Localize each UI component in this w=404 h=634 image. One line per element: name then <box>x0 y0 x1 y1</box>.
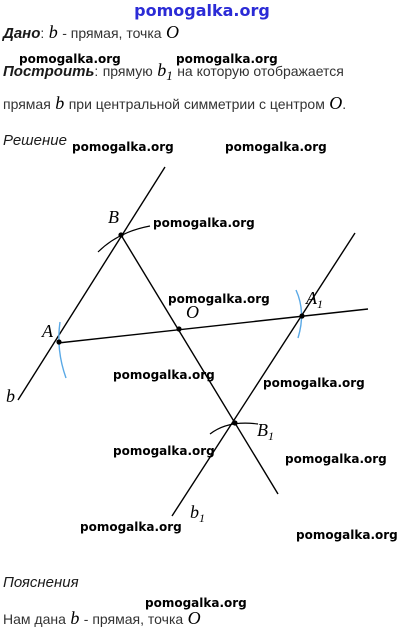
watermark: pomogalka.org <box>72 140 174 154</box>
label-A1: A1 <box>306 288 323 312</box>
explanation-pre: Нам дана <box>3 611 66 627</box>
construct-line-2: прямая b при центральной симметрии с цен… <box>3 93 346 114</box>
explanation-text: - прямая, точка <box>83 611 184 627</box>
construct-line2-pre: прямая <box>3 96 51 112</box>
construct-b: b <box>157 60 167 80</box>
watermark: pomogalka.org <box>176 52 278 66</box>
arc-A1 <box>295 289 303 339</box>
watermark: pomogalka.org <box>263 376 365 390</box>
label-A1-letter: A <box>306 288 317 308</box>
given-label: Дано <box>3 25 41 42</box>
site-title[interactable]: pomogalka.org <box>134 1 270 20</box>
watermark: pomogalka.org <box>19 52 121 66</box>
given-O: O <box>166 22 180 42</box>
label-B1-sub: 1 <box>268 429 274 444</box>
point-B <box>118 232 124 238</box>
explanation-b: b <box>70 608 80 628</box>
given-line: Дано: b - прямая, точка O <box>3 22 179 43</box>
construct-post: на которую отображается <box>177 63 344 79</box>
point-A1 <box>299 313 305 319</box>
given-text: - прямая, точка <box>62 25 162 41</box>
explanation-label: Пояснения <box>3 574 79 591</box>
construct-label: Построить <box>3 63 95 80</box>
construct-line2-b: b <box>55 93 65 113</box>
watermark: pomogalka.org <box>153 216 255 230</box>
arc-B1 <box>209 422 259 435</box>
given-colon: : <box>40 25 45 41</box>
point-O <box>176 326 182 332</box>
line-BB1 <box>120 234 279 495</box>
solution-label: Решение <box>3 132 67 149</box>
construct-pre: прямую <box>102 63 153 79</box>
label-B: B <box>108 207 119 227</box>
label-A1-sub: 1 <box>317 297 323 312</box>
watermark: pomogalka.org <box>113 444 215 458</box>
construct-dot: . <box>342 96 347 112</box>
label-b1-letter: b <box>190 502 199 522</box>
construct-line2-post: при центральной симметрии с центром <box>68 96 325 112</box>
watermark: pomogalka.org <box>296 528 398 542</box>
point-B1 <box>232 420 238 426</box>
watermark: pomogalka.org <box>225 140 327 154</box>
label-b: b <box>6 386 15 406</box>
watermark: pomogalka.org <box>145 596 247 610</box>
watermark: pomogalka.org <box>80 520 182 534</box>
label-b1-sub: 1 <box>199 511 205 526</box>
construct-line: Построить: прямую b1 на которую отобража… <box>3 60 344 84</box>
label-B1-letter: B <box>257 420 268 440</box>
construct-b-sub: 1 <box>166 68 173 84</box>
label-O: O <box>186 302 199 322</box>
line-b <box>17 166 166 401</box>
line-AA1 <box>57 308 369 344</box>
watermark: pomogalka.org <box>113 368 215 382</box>
construct-colon: : <box>94 63 99 79</box>
given-b: b <box>48 22 58 42</box>
explanation-line: Нам дана b - прямая, точка O <box>3 608 201 629</box>
arc-A <box>58 321 67 379</box>
point-A <box>56 339 62 345</box>
watermark: pomogalka.org <box>168 292 270 306</box>
explanation-O: O <box>187 608 201 628</box>
label-A: A <box>42 321 53 341</box>
line-b1 <box>171 232 356 517</box>
label-b1: b1 <box>190 502 205 526</box>
watermark: pomogalka.org <box>285 452 387 466</box>
construct-O: O <box>329 93 343 113</box>
label-B1: B1 <box>257 420 274 444</box>
